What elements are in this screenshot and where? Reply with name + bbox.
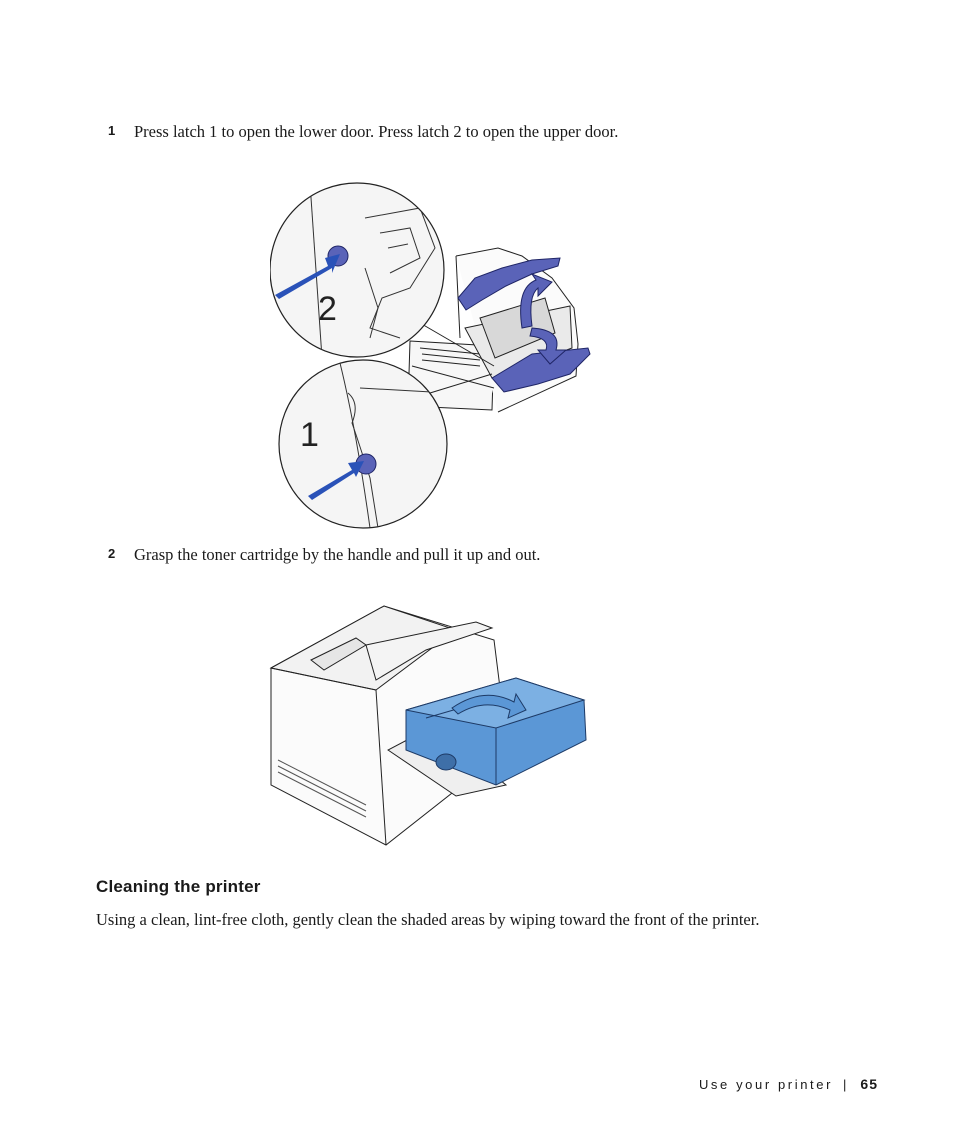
latch-2-arrow bbox=[275, 254, 340, 299]
latch-1-arrow bbox=[308, 461, 364, 500]
step-text: Grasp the toner cartridge by the handle … bbox=[134, 545, 541, 564]
footer-separator: | bbox=[843, 1077, 847, 1092]
step-number: 1 bbox=[108, 123, 116, 138]
page-footer: Use your printer | 65 bbox=[699, 1076, 878, 1092]
latch-2-callout: 2 bbox=[269, 182, 445, 358]
latch-illustration-drawing: 2 1 bbox=[269, 182, 591, 529]
upper-door bbox=[457, 257, 561, 311]
page-number: 65 bbox=[860, 1076, 878, 1092]
toner-removal-drawing bbox=[269, 605, 587, 846]
latch-1-callout: 1 bbox=[278, 359, 448, 529]
section-heading: Cleaning the printer bbox=[96, 877, 261, 896]
footer-label: Use your printer bbox=[698, 1077, 834, 1092]
toner-removal-illustration bbox=[266, 600, 596, 850]
door-arrow-up bbox=[520, 272, 553, 329]
section-body: Using a clean, lint-free cloth, gently c… bbox=[96, 910, 760, 929]
callout-number-2: 2 bbox=[318, 290, 337, 328]
step-text: Press latch 1 to open the lower door. Pr… bbox=[134, 122, 619, 141]
pull-arrow bbox=[451, 692, 527, 719]
step-number: 2 bbox=[108, 546, 116, 561]
top-cover bbox=[365, 621, 494, 681]
latch-illustration: 2 1 bbox=[269, 178, 600, 530]
callout-number-1: 1 bbox=[300, 416, 319, 454]
door-arrow-down bbox=[529, 327, 568, 365]
